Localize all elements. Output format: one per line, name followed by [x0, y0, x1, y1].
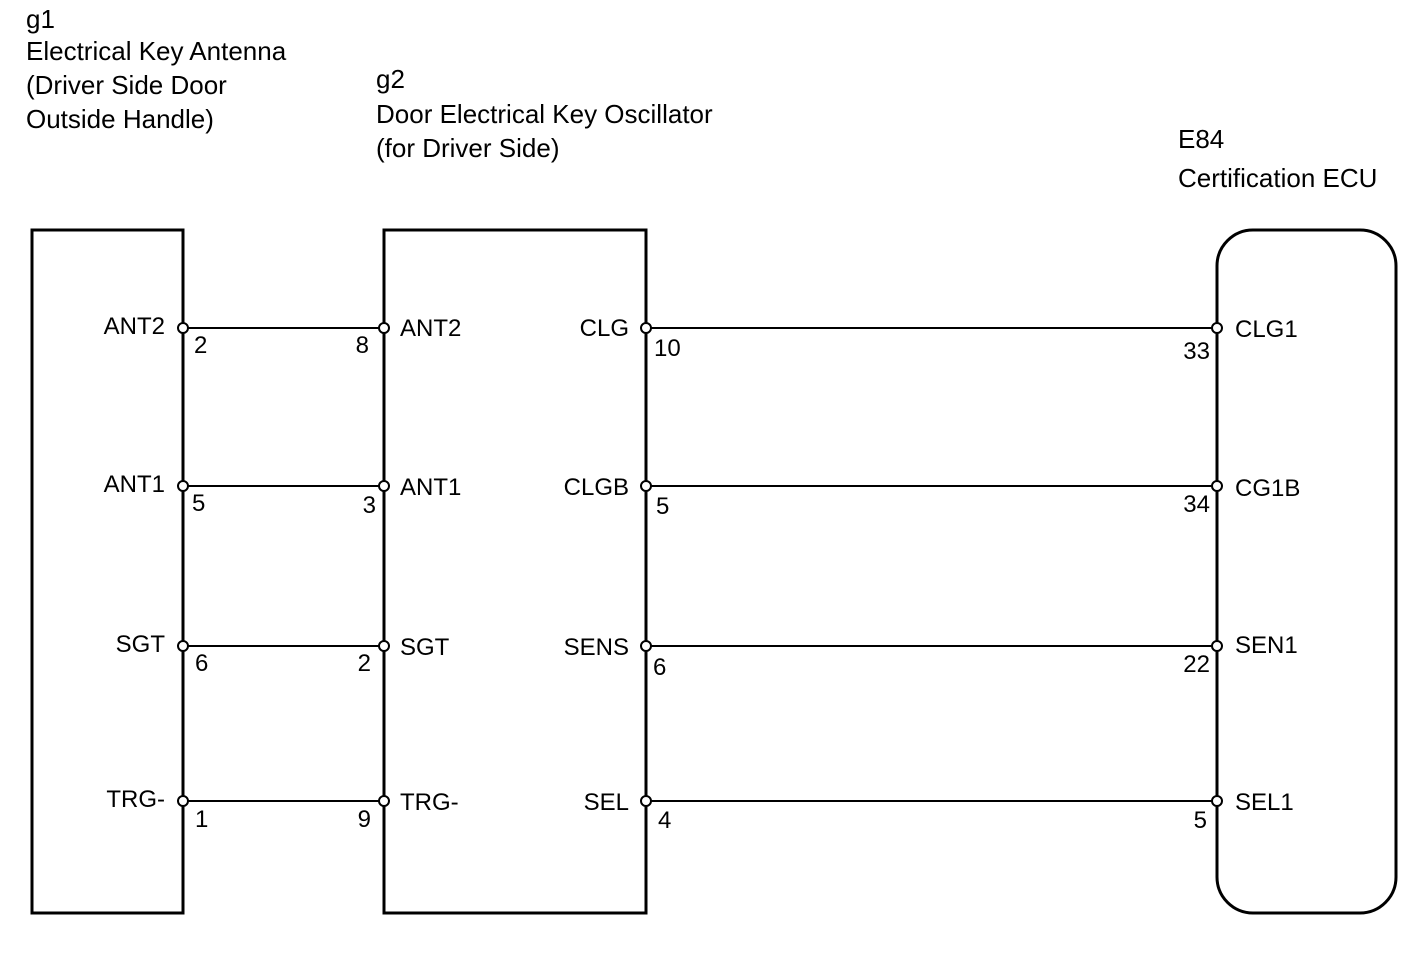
g1-terminal-label: ANT2 [104, 313, 165, 340]
g2-pin-number: 10 [654, 335, 681, 362]
g2-terminal-label: ANT2 [400, 315, 461, 342]
g2-terminal-label: CLGB [564, 474, 629, 501]
terminal-dot [1211, 640, 1223, 652]
g1-pin-number: 1 [195, 806, 208, 833]
g1-name-line-3: Outside Handle) [26, 104, 214, 134]
ecu-terminal-label: SEN1 [1235, 632, 1298, 659]
terminal-dot [177, 640, 189, 652]
terminal-dot [378, 322, 390, 334]
terminal-dot [378, 480, 390, 492]
terminal-dot [640, 640, 652, 652]
terminal-dot [1211, 322, 1223, 334]
terminal-dot [1211, 795, 1223, 807]
terminal-dot [640, 480, 652, 492]
wire-row: SGT 6 2 SGT [116, 631, 450, 677]
e84-title: E84 Certification ECU [1178, 124, 1377, 193]
terminal-dot [640, 322, 652, 334]
wire-row: ANT1 5 3 ANT1 [104, 471, 462, 519]
g2-pin-number: 8 [356, 332, 369, 359]
wire-row: ANT2 2 8 ANT2 [104, 313, 462, 359]
g1-pin-number: 6 [195, 650, 208, 677]
terminal-dot [378, 795, 390, 807]
g2-pin-number: 5 [656, 493, 669, 520]
ecu-terminal-label: CG1B [1235, 475, 1300, 502]
ecu-terminal-label: CLG1 [1235, 316, 1298, 343]
wire-row: SEL 4 5 SEL1 [584, 789, 1294, 834]
g1-pin-number: 2 [194, 332, 207, 359]
g1-code: g1 [26, 4, 55, 34]
ecu-terminal-label: SEL1 [1235, 789, 1294, 816]
terminal-dot [177, 480, 189, 492]
wire-row: CLG 10 33 CLG1 [580, 315, 1298, 365]
g2-title: g2 Door Electrical Key Oscillator (for D… [376, 64, 713, 163]
ecu-pin-number: 34 [1183, 491, 1210, 518]
terminal-dot [1211, 480, 1223, 492]
g1-terminal-label: SGT [116, 631, 166, 658]
e84-name-line-1: Certification ECU [1178, 163, 1377, 193]
g2-pin-number: 6 [653, 654, 666, 681]
ecu-pin-number: 22 [1183, 651, 1210, 678]
g2-name-line-1: Door Electrical Key Oscillator [376, 99, 713, 129]
g1-connector-box [30, 228, 185, 915]
wire-group-right: CLG 10 33 CLG1 CLGB 5 34 CG1B SENS 6 22 … [564, 315, 1301, 834]
wire-row: SENS 6 22 SEN1 [564, 632, 1298, 681]
g2-terminal-label: ANT1 [400, 474, 461, 501]
terminal-dot [177, 795, 189, 807]
g2-terminal-label: SGT [400, 634, 450, 661]
g2-pin-number: 3 [363, 492, 376, 519]
g2-pin-number: 9 [358, 806, 371, 833]
g2-terminal-label: SEL [584, 789, 629, 816]
g2-connector-box [382, 228, 648, 915]
g2-code: g2 [376, 64, 405, 94]
g2-pin-number: 2 [358, 650, 371, 677]
g1-name-line-1: Electrical Key Antenna [26, 36, 287, 66]
g1-terminal-label: ANT1 [104, 471, 165, 498]
ecu-pin-number: 33 [1183, 338, 1210, 365]
g2-terminal-label: SENS [564, 634, 629, 661]
wire-row: CLGB 5 34 CG1B [564, 474, 1301, 520]
g2-terminal-label: TRG- [400, 789, 459, 816]
g1-title: g1 Electrical Key Antenna (Driver Side D… [26, 4, 287, 134]
wire-group-left: ANT2 2 8 ANT2 ANT1 5 3 ANT1 SGT 6 2 SGT [104, 313, 462, 833]
g2-pin-number: 4 [658, 807, 671, 834]
e84-ecu-box [1215, 228, 1398, 915]
terminal-dot [177, 322, 189, 334]
e84-code: E84 [1178, 124, 1224, 154]
g2-terminal-label: CLG [580, 315, 629, 342]
g2-name-line-2: (for Driver Side) [376, 133, 559, 163]
terminal-dot [640, 795, 652, 807]
ecu-pin-number: 5 [1194, 807, 1207, 834]
g1-pin-number: 5 [192, 490, 205, 517]
g1-name-line-2: (Driver Side Door [26, 70, 227, 100]
g1-terminal-label: TRG- [106, 786, 165, 813]
wire-row: TRG- 1 9 TRG- [106, 786, 458, 833]
terminal-dot [378, 640, 390, 652]
